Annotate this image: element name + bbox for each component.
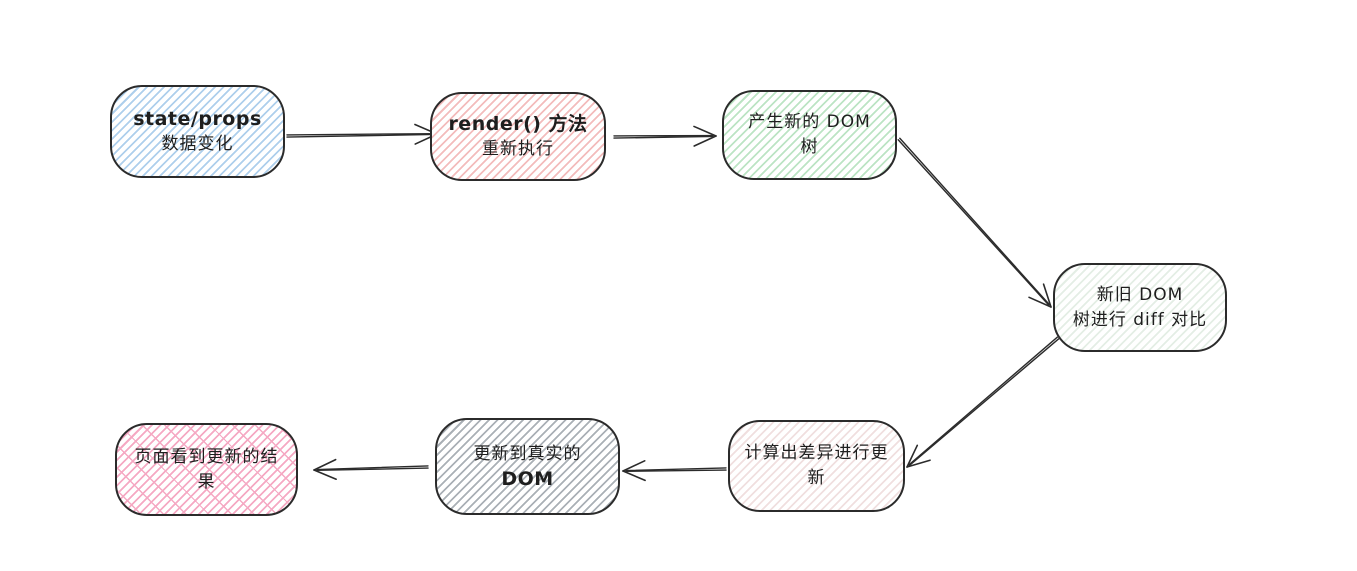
arrow-newdom-to-diff	[897, 137, 1052, 308]
node-render-method-rerun: render() 方法 重新执行	[430, 92, 606, 181]
node-page-shows-result: 页面看到更新的结 果	[115, 423, 298, 516]
node-label-line: DOM	[501, 467, 554, 490]
node-label-line: 计算出差异进行更	[744, 443, 889, 463]
arrow-compute-to-update	[622, 459, 727, 482]
arrow-diff-to-compute	[906, 336, 1060, 468]
node-generate-new-dom-tree: 产生新的 DOM 树	[722, 90, 897, 180]
arrow-update-to-page	[313, 458, 429, 481]
node-label-line: 果	[197, 471, 216, 492]
node-label-line: 更新到真实的	[473, 443, 582, 464]
node-label-line: 新	[807, 468, 826, 488]
node-old-new-diff-compare: 新旧 DOM 树进行 diff 对比	[1053, 263, 1227, 352]
node-label-line: 树进行 diff 对比	[1072, 309, 1208, 330]
arrow-state-to-render	[286, 123, 438, 145]
node-label-line: 数据变化	[161, 133, 234, 154]
node-label-line: 页面看到更新的结	[134, 446, 279, 467]
node-label-line: 树	[800, 137, 819, 157]
node-compute-diff-update: 计算出差异进行更 新	[728, 420, 905, 512]
node-label-line: 重新执行	[482, 138, 554, 159]
node-label-line: render() 方法	[448, 112, 588, 135]
node-label-line: 新旧 DOM	[1096, 284, 1184, 305]
node-label-line: 产生新的 DOM	[748, 112, 871, 132]
node-label-line: state/props	[133, 107, 262, 130]
node-update-real-dom: 更新到真实的 DOM	[435, 418, 620, 515]
node-state-props-change: state/props 数据变化	[110, 85, 285, 178]
arrow-render-to-newdom	[613, 125, 717, 147]
